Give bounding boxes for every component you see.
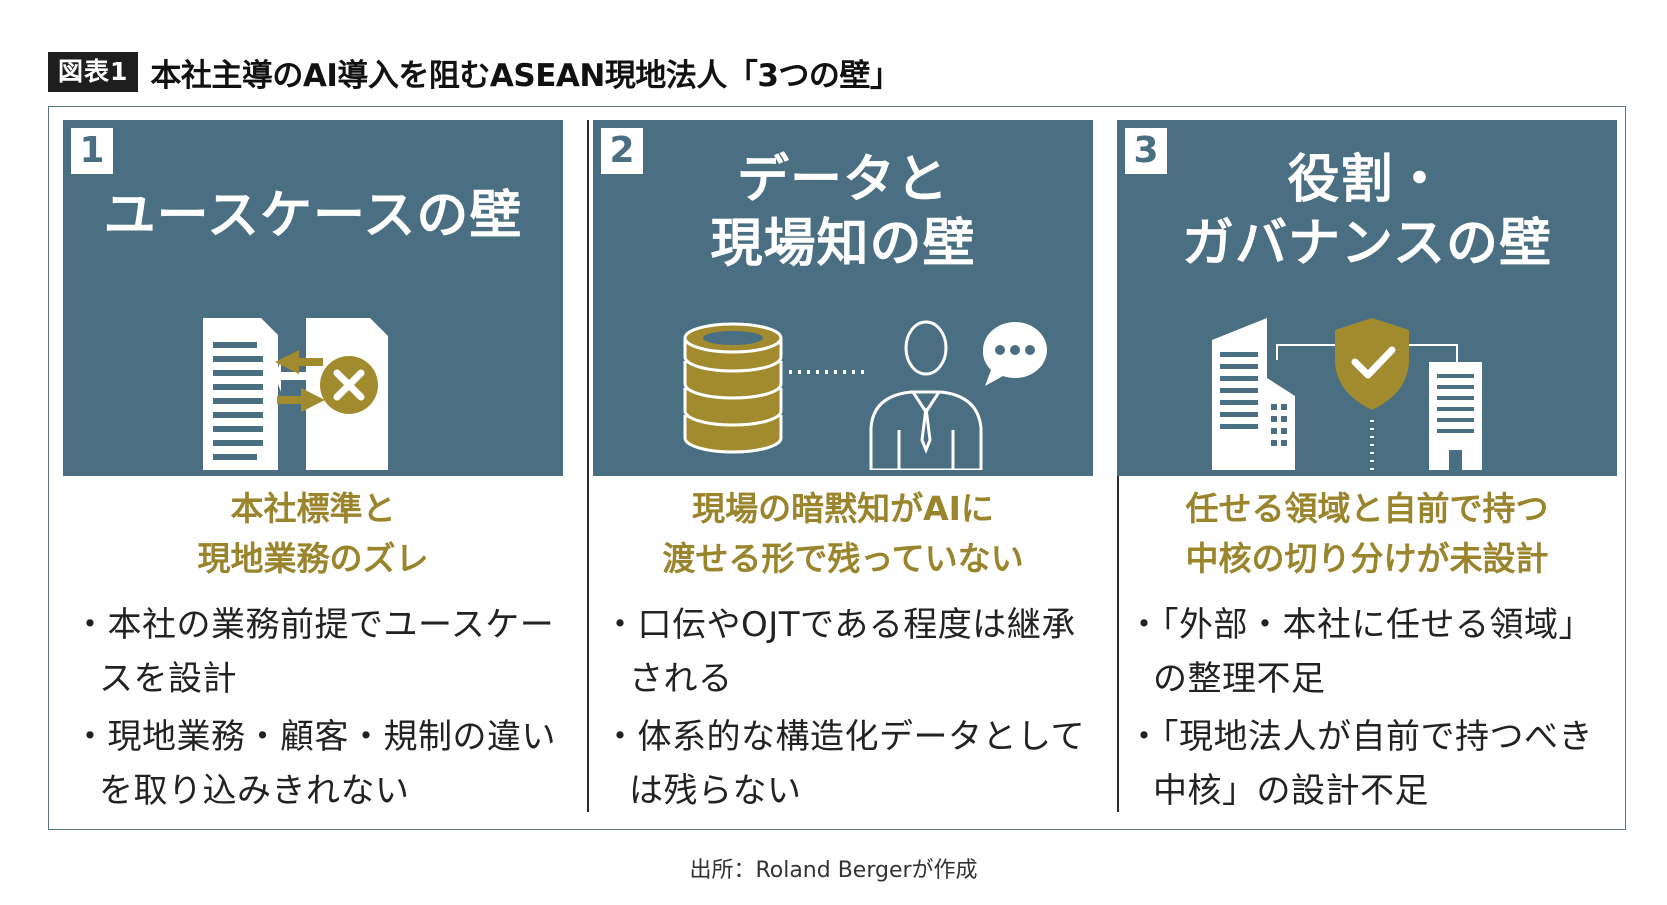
source-note: 出所：Roland Bergerが作成 xyxy=(689,858,978,883)
wall-subtitle: 本社標準と 現地業務のズレ xyxy=(197,489,429,578)
wall-title: ユースケースの壁 xyxy=(63,184,563,248)
bullet-item: ・体系的な構造化データとしては残らない xyxy=(603,717,1085,811)
wall-panel: 3 役割・ ガバナンスの壁 xyxy=(1117,120,1617,476)
wall-bullets: ・口伝やOJTである程度は継承される ・体系的な構造化データとしては残らない xyxy=(593,598,1093,822)
wall-column-3: 3 役割・ ガバナンスの壁 xyxy=(1117,120,1617,820)
wall-title-line: ユースケースの壁 xyxy=(103,186,523,246)
figure-header: 図表1 本社主導のAI導入を阻むASEAN現地法人「3つの壁」 xyxy=(48,52,901,94)
database-person-icon xyxy=(683,320,1047,470)
column-divider xyxy=(587,120,589,812)
bullet-item: ・口伝やOJTである程度は継承される xyxy=(603,605,1076,699)
wall-number: 2 xyxy=(601,128,643,174)
figure-title: 本社主導のAI導入を阻むASEAN現地法人「3つの壁」 xyxy=(150,57,901,94)
wall-title-line: データと xyxy=(736,150,949,210)
wall-subtitle: 任せる領域と自前で持つ 中核の切り分けが未設計 xyxy=(1185,489,1549,578)
wall-title-line: ガバナンスの壁 xyxy=(1182,214,1552,274)
bullet-item: ・現地業務・顧客・規制の違いを取り込みきれない xyxy=(73,717,556,811)
wall-title-line: 役割・ xyxy=(1287,150,1447,210)
wall-title-line: 現場知の壁 xyxy=(710,214,976,274)
wall-panel: 2 データと 現場知の壁 xyxy=(593,120,1093,476)
wall-subtitle: 現場の暗黙知がAIに 渡せる形で残っていない xyxy=(662,489,1024,578)
wall-column-2: 2 データと 現場知の壁 xyxy=(593,120,1093,820)
wall-number: 3 xyxy=(1125,128,1167,174)
wall-number: 1 xyxy=(71,128,113,174)
wall-title: データと 現場知の壁 xyxy=(593,148,1093,276)
bullet-item: ・本社の業務前提でユースケースを設計 xyxy=(73,605,555,699)
wall-bullets: ・本社の業務前提でユースケースを設計 ・現地業務・顧客・規制の違いを取り込みきれ… xyxy=(63,598,563,822)
wall-bullets: ・「外部・本社に任せる領域」の整理不足 ・「現地法人が自前で持つべき中核」の設計… xyxy=(1117,598,1617,822)
buildings-shield-icon xyxy=(1212,318,1482,470)
bullet-item: ・「外部・本社に任せる領域」の整理不足 xyxy=(1127,605,1593,699)
figure-frame xyxy=(48,106,1626,830)
bullet-item: ・「現地法人が自前で持つべき中核」の設計不足 xyxy=(1127,717,1593,811)
wall-column-1: 1 ユースケースの壁 本社 xyxy=(63,120,563,820)
documents-mismatch-icon xyxy=(203,318,388,470)
wall-title: 役割・ ガバナンスの壁 xyxy=(1117,148,1617,276)
figure-badge: 図表1 xyxy=(48,52,139,92)
wall-panel: 1 ユースケースの壁 xyxy=(63,120,563,476)
